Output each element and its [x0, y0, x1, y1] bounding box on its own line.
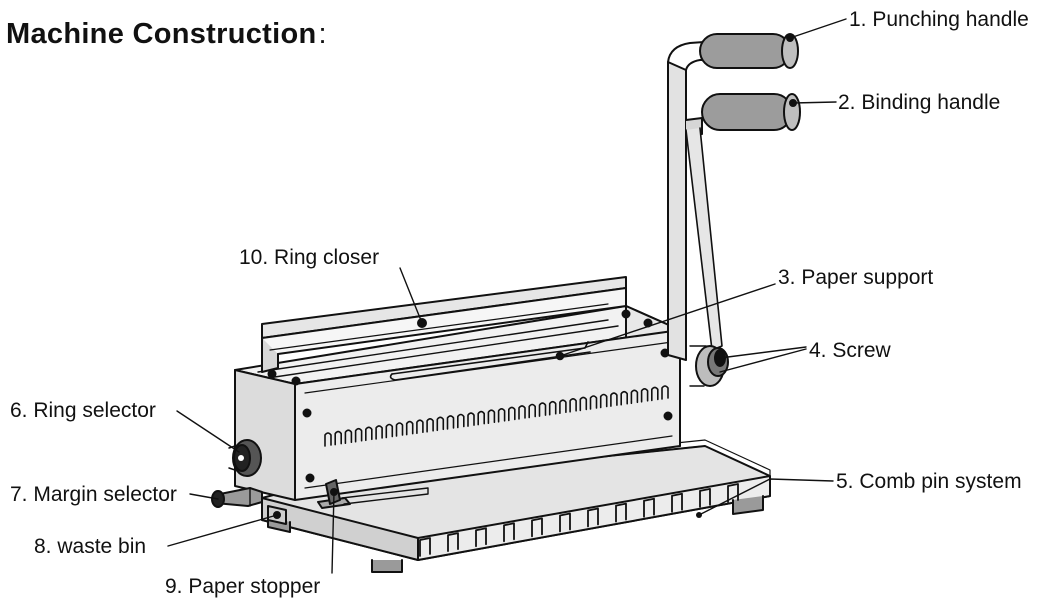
label-paper-stopper: 9. Paper stopper [165, 575, 321, 598]
comb-pin-slot [419, 537, 431, 557]
ring-closer-plate [261, 276, 627, 373]
comb-pin-slot [727, 483, 739, 503]
label-paper-support: 3. Paper support [778, 266, 934, 289]
punch-slot [497, 408, 506, 423]
punch-slot [467, 412, 475, 427]
leader-dots [696, 512, 702, 518]
punch-slot [630, 389, 639, 405]
screw-hub [689, 345, 729, 387]
punch-slot [538, 402, 547, 417]
punch-slot [579, 396, 588, 412]
comb-pin-slot [559, 512, 571, 533]
punch-slot [569, 398, 577, 413]
comb-pin-slot [615, 502, 627, 523]
comb-pin-slot [699, 488, 711, 508]
punch-slot [436, 416, 445, 432]
comb-pin-slot [503, 522, 515, 543]
punch-slot [477, 410, 485, 426]
comb-pin-slot [643, 497, 655, 518]
punch-slot [365, 426, 373, 442]
punch-slot [426, 418, 434, 433]
punch-slot [559, 399, 567, 414]
punch-slot [508, 406, 516, 422]
punch-slot [354, 427, 363, 443]
comb-pin-slot [531, 517, 543, 538]
label-screw: 4. Screw [809, 339, 891, 362]
punching-handle [667, 33, 799, 361]
punch-slot [589, 395, 598, 410]
page-title: Machine Construction: [6, 18, 327, 50]
punch-slot [487, 409, 496, 424]
punch-slot [599, 393, 608, 409]
punch-slot [416, 419, 424, 434]
comb-pin-slots [419, 483, 739, 557]
punch-slot [385, 423, 394, 439]
leader-lines [167, 18, 847, 574]
punch-slot [446, 415, 455, 430]
comb-pin-slot [587, 507, 599, 528]
binding-handle [685, 93, 801, 351]
label-comb-pin-system: 5. Comb pin system [836, 470, 1022, 493]
punch-slot [620, 390, 628, 406]
punch-slot [651, 386, 659, 402]
label-punching-handle: 1. Punching handle [849, 8, 1029, 31]
comb-pin-slot [447, 532, 459, 552]
label-binding-handle: 2. Binding handle [838, 91, 1001, 114]
punch-slot [528, 403, 536, 419]
label-margin-selector: 7. Margin selector [10, 483, 177, 506]
machine-body [234, 305, 681, 501]
punch-slot [548, 400, 557, 416]
punch-slot [610, 392, 618, 407]
punch-slot [640, 388, 649, 403]
margin-selector-lever [211, 487, 263, 508]
punch-slot [375, 425, 383, 440]
punch-slot [457, 413, 465, 429]
punch-slot [324, 432, 332, 447]
label-waste-bin: 8. waste bin [34, 535, 147, 558]
ring-selector-knob [228, 439, 262, 477]
punch-slot [661, 385, 669, 400]
comb-pin-slot [671, 492, 683, 513]
punch-slot [395, 422, 404, 437]
punch-slot [334, 430, 342, 446]
punch-slots [324, 385, 669, 447]
label-ring-closer: 10. Ring closer [239, 246, 380, 269]
label-ring-selector: 6. Ring selector [10, 399, 156, 422]
punch-slot [405, 420, 414, 436]
comb-pin-slot [475, 527, 487, 548]
punch-slot [518, 405, 526, 420]
paper-stopper [317, 479, 429, 509]
punch-slot [344, 429, 353, 444]
